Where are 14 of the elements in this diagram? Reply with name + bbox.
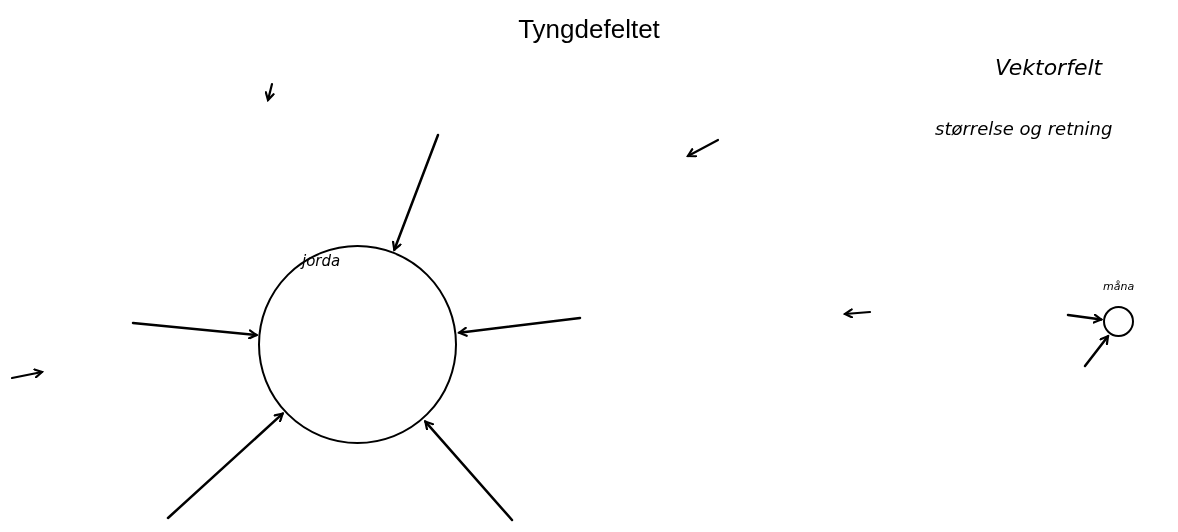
note-text: størrelse og retning [935,118,1113,139]
arrow [1083,335,1110,368]
planet-circle [258,245,457,444]
arrow [458,316,582,337]
arrow [131,321,258,340]
arrow [1066,313,1103,324]
node-caption: måna [1103,280,1135,293]
arrow [424,420,514,522]
title-text: Tyngdefeltet [517,14,661,45]
node-label: jorda [302,252,341,270]
moon-circle [1103,306,1134,337]
heading-text: Vektorfelt [995,55,1103,80]
arrow [391,133,440,251]
arrow [166,412,284,520]
